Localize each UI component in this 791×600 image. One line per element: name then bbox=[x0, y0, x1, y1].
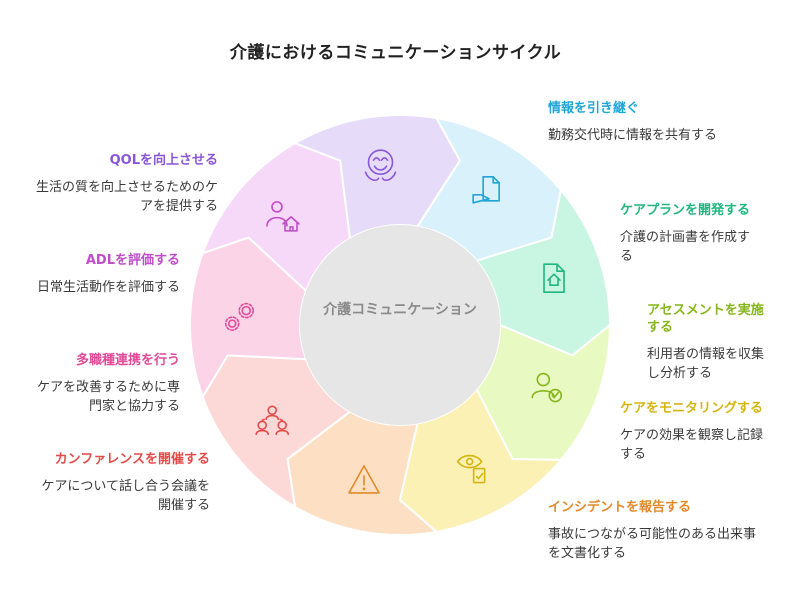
happy-face-icon bbox=[364, 149, 397, 181]
group-meeting-icon bbox=[255, 405, 290, 436]
gears-icon bbox=[224, 302, 255, 331]
label-handover: 情報を引き継ぐ 勤務交代時に情報を共有する bbox=[548, 100, 768, 145]
segment-desc: 勤務交代時に情報を共有する bbox=[548, 128, 718, 143]
label-assessment: アセスメントを実施する 利用者の情報を収集し分析する bbox=[647, 302, 767, 383]
eye-clipboard-icon bbox=[456, 454, 486, 484]
segment-desc: ケアを改善するために専門家と協力する bbox=[36, 380, 180, 414]
segment-desc: 利用者の情報を収集し分析する bbox=[647, 347, 765, 381]
label-monitoring: ケアをモニタリングする ケアの効果を観察し記録する bbox=[620, 400, 765, 464]
segment-desc: ケアについて話し合う会議を開催する bbox=[41, 479, 210, 513]
segment-desc: 介護の計画書を作成する bbox=[620, 230, 751, 264]
label-conference: カンファレンスを開催する ケアについて話し合う会議を開催する bbox=[32, 451, 210, 515]
house-document-icon bbox=[543, 263, 565, 294]
segment-qol bbox=[292, 114, 462, 241]
segment-desc: 事故につながる可能性のある出来事を文書化する bbox=[548, 527, 757, 561]
center-circle bbox=[300, 225, 500, 425]
segment-title: 情報を引き継ぐ bbox=[548, 101, 640, 116]
segment-title: QOLを向上させる bbox=[109, 153, 218, 168]
page-title: 介護におけるコミュニケーションサイクル bbox=[229, 43, 562, 63]
segment-title: 多職種連携を行う bbox=[75, 353, 180, 368]
document-hand-icon bbox=[472, 176, 500, 204]
segment-desc: ケアの効果を観察し記録する bbox=[620, 428, 764, 462]
label-care-plan: ケアプランを開発する 介護の計画書を作成する bbox=[620, 202, 760, 266]
label-incident: インシデントを報告する 事故につながる可能性のある出来事を文書化する bbox=[548, 499, 763, 563]
segment-desc: 日常生活動作を評価する bbox=[36, 280, 180, 295]
segment-title: カンファレンスを開催する bbox=[54, 452, 210, 467]
person-check-icon bbox=[531, 372, 563, 403]
label-qol: QOLを向上させる 生活の質を向上させるためのケアを提供する bbox=[30, 152, 218, 216]
person-house-icon bbox=[266, 201, 300, 232]
center-label: 介護コミュニケーション bbox=[323, 302, 477, 318]
warning-icon bbox=[348, 465, 380, 494]
label-adl: ADLを評価する 日常生活動作を評価する bbox=[30, 252, 180, 297]
segment-title: インシデントを報告する bbox=[548, 500, 692, 515]
segment-desc: 生活の質を向上させるためのケアを提供する bbox=[35, 180, 218, 214]
label-collaboration: 多職種連携を行う ケアを改善するために専門家と協力する bbox=[30, 352, 180, 416]
segment-title: アセスメントを実施する bbox=[647, 303, 764, 335]
segment-title: ケアプランを開発する bbox=[620, 203, 751, 218]
segment-title: ケアをモニタリングする bbox=[620, 401, 764, 416]
segment-title: ADLを評価する bbox=[85, 253, 180, 268]
